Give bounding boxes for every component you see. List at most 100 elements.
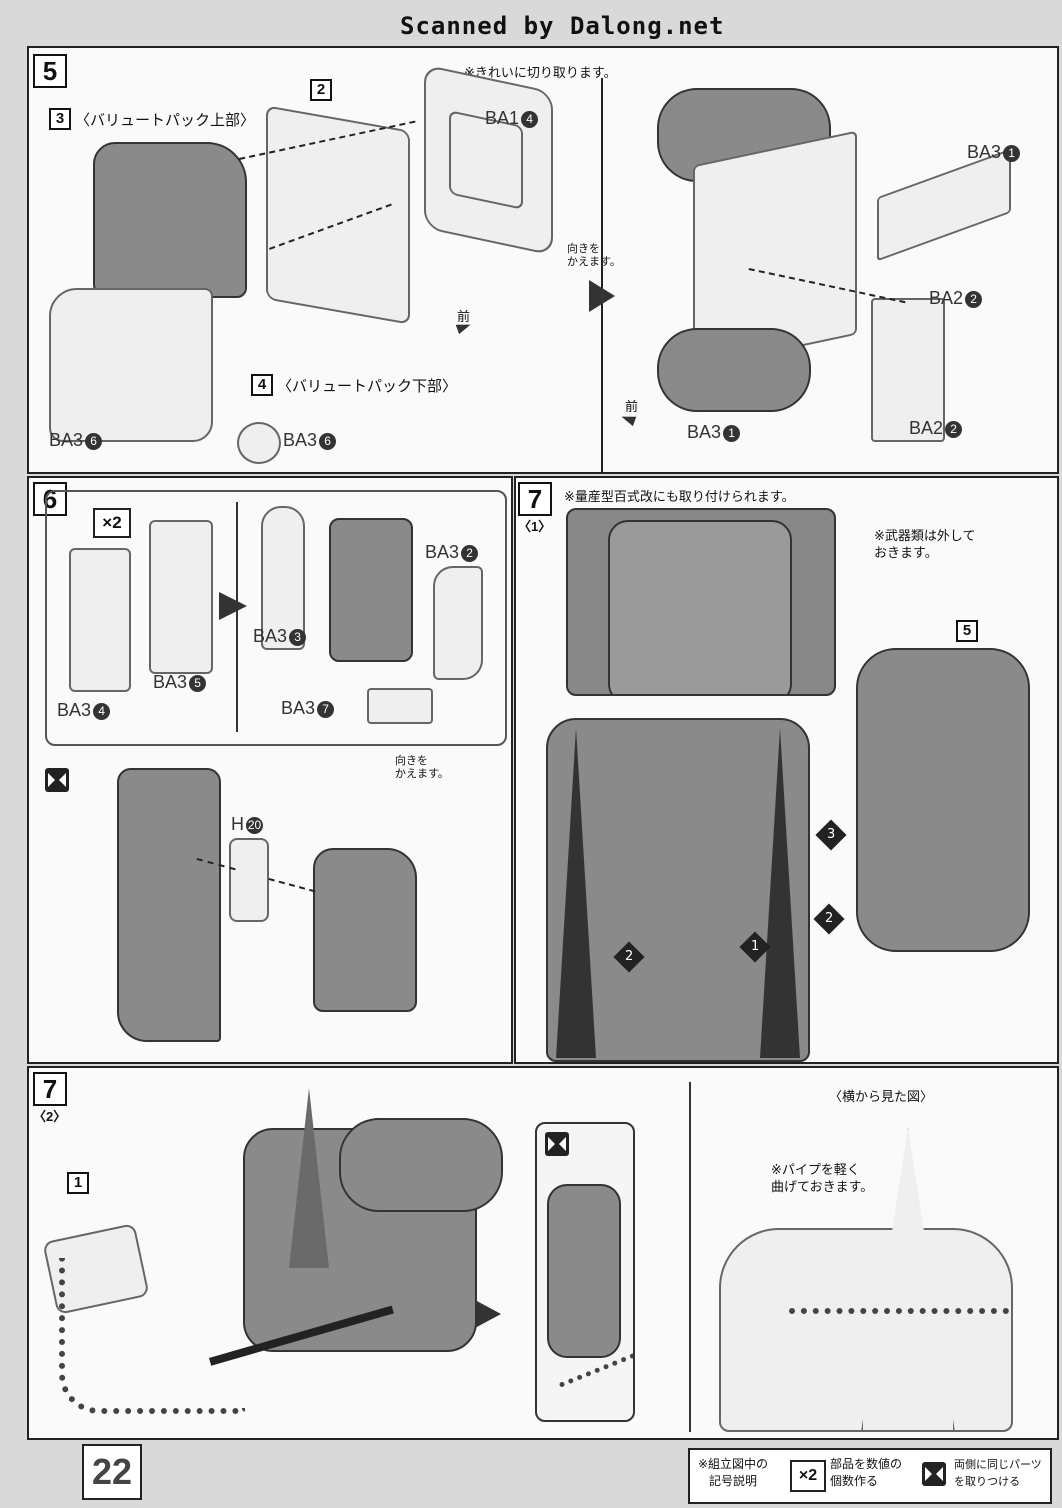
legend-both-icon [922, 1462, 946, 1486]
ba3-3-code: BA3 [253, 626, 288, 646]
legend-both-desc: 両側に同じパーツ を取りつける [954, 1458, 1042, 1488]
step7-2-panel: 7 〈2〉 1 〈横から見た図〉 ※パイプを軽く 曲げておきます。 [27, 1066, 1059, 1440]
turn-arrow-5 [589, 280, 615, 312]
ba2-2b-code: BA2 [909, 418, 944, 438]
ba3-7-number: 7 [317, 700, 335, 718]
side-view-label: 〈横から見た図〉 [829, 1090, 934, 1105]
side-view-suit [719, 1228, 1013, 1432]
both-sides-icon [45, 768, 69, 792]
ba3-7-code: BA3 [281, 698, 316, 718]
sub2-number: 2 [310, 79, 332, 101]
ba2-2a-code: BA2 [929, 288, 964, 308]
ba3-1-plate [877, 148, 1011, 262]
assembled-pack-bottom [657, 328, 811, 412]
step7-2-number: 7 [33, 1072, 67, 1106]
ba3-5-code: BA3 [153, 672, 188, 692]
multiplier-x2: ×2 [93, 508, 131, 538]
pipe-note: ※パイプを軽く 曲げておきます。 [771, 1163, 874, 1195]
ba3-1b-number: 1 [723, 424, 741, 442]
ba3-1a-code: BA3 [967, 142, 1002, 162]
ba3-3-number: 3 [289, 628, 307, 646]
ba3-4-number: 4 [93, 702, 111, 720]
ba3-1a-number: 1 [1003, 144, 1021, 162]
step5-note: ※きれいに切り取ります。 [464, 66, 617, 81]
step7-1-number: 7 [518, 482, 552, 516]
step5-divider [601, 78, 603, 472]
backpack-unit [856, 648, 1030, 952]
lower-pack [49, 288, 213, 442]
step6-arrow [219, 592, 247, 620]
ba3-6b-code: BA3 [283, 430, 318, 450]
step5-number: 5 [33, 54, 67, 88]
legend-title: ※組立図中の 記号説明 [698, 1457, 769, 1488]
ba3-2-cap [433, 566, 483, 680]
h20-number: 20 [246, 816, 263, 834]
step6-subframe [45, 490, 507, 746]
sub4-number: 4 [251, 374, 273, 396]
ba3-2-code: BA3 [425, 542, 460, 562]
ba1-code: BA1 [485, 108, 520, 128]
closeup-pack [547, 1184, 621, 1358]
upper-pack [93, 142, 247, 298]
thruster-line [268, 878, 316, 893]
inset-torso [608, 520, 792, 694]
leg-assembly [117, 768, 221, 1042]
leg-thruster [313, 848, 417, 1012]
ba3-1b-code: BA3 [687, 422, 722, 442]
legend-box: ※組立図中の 記号説明 ×2 部品を数値の 個数作る 両側に同じパーツ を取りつ… [688, 1448, 1052, 1504]
sub3-label: 〈バリュートパック上部〉 [75, 111, 256, 129]
step7-2-sub: 〈2〉 [33, 1109, 67, 1124]
step7-1-note: ※量産型百式改にも取り付けられます。 [564, 490, 795, 505]
ba3-2-number: 2 [461, 544, 479, 562]
pipe-cable [59, 1258, 245, 1414]
ba3-6-piece [237, 422, 281, 464]
front-label-1: 前 [457, 310, 471, 325]
ba3-6a-code: BA3 [49, 430, 84, 450]
h20-code: H [231, 814, 244, 834]
sub3-number: 3 [49, 108, 71, 130]
legend-x2-desc: 部品を数値の 個数作る [830, 1457, 903, 1488]
ba3-6a-number: 6 [85, 432, 103, 450]
ba2-2a-number: 2 [965, 290, 983, 308]
rear-view-pack [339, 1118, 503, 1212]
ba3-4-panel [69, 548, 131, 692]
ba3-4-code: BA3 [57, 700, 92, 720]
both-sides-icon-2 [545, 1132, 569, 1156]
ba3-box [329, 518, 413, 662]
h20-part [229, 838, 269, 922]
turn-note-6: 向きを かえます。 [395, 754, 449, 780]
ref-1: 1 [67, 1172, 89, 1194]
legend-x2: ×2 [790, 1460, 826, 1492]
variant-inset [566, 508, 836, 696]
turn-note-5: 向きを かえます。 [567, 242, 621, 268]
step-arrow-2-right: 2 [813, 903, 845, 935]
ba1-number: 4 [521, 110, 539, 128]
weapon-note: ※武器類は外して おきます。 [874, 529, 976, 561]
rear-view-arrow [475, 1300, 501, 1328]
ba3-7-tray [367, 688, 433, 724]
step-arrow-3: 3 [815, 819, 847, 851]
ba3-5-number: 5 [189, 674, 207, 692]
step7-1-sub: 〈1〉 [518, 519, 552, 534]
closeup-inset [535, 1122, 635, 1422]
page-number: 22 [82, 1444, 142, 1500]
ba3-6b-number: 6 [319, 432, 337, 450]
side-view-pipe [789, 1308, 1009, 1320]
ba3-3-fin [261, 506, 305, 650]
ref-5: 5 [956, 620, 978, 642]
step7-1-panel: 7 〈1〉 ※量産型百式改にも取り付けられます。 ※武器類は外して おきます。 … [514, 476, 1059, 1064]
ba3-5-panel [149, 520, 213, 674]
